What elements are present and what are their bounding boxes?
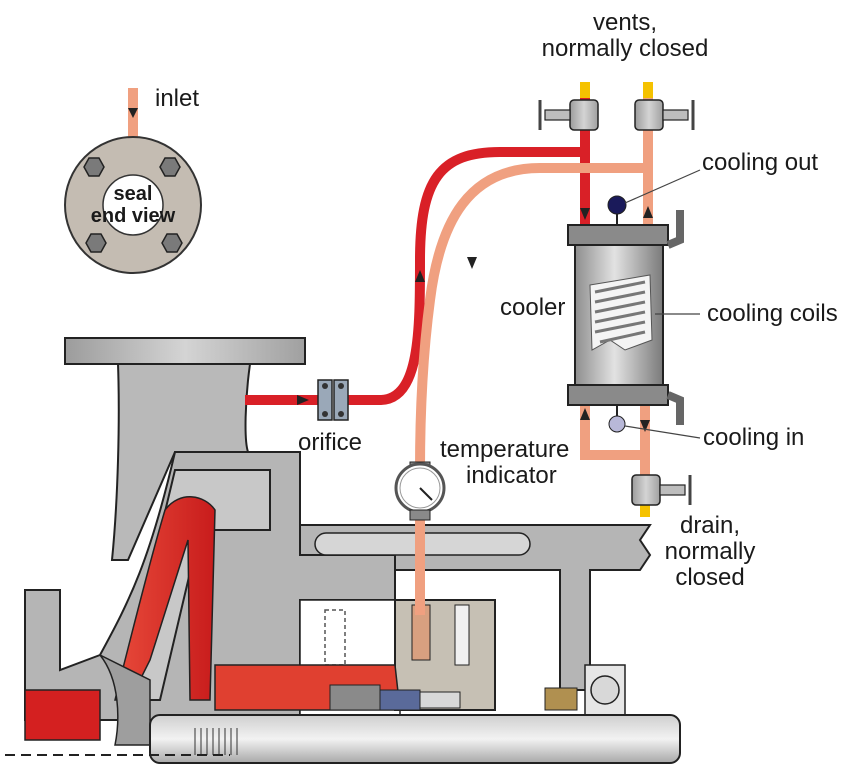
cooler-loop-bottom [580,405,650,460]
seal-bore [102,174,164,236]
seal-label-line2: end view [90,205,176,227]
cooling-out-label: cooling out [702,149,819,176]
seal-end-view [64,88,202,274]
inlet-label: inlet [155,85,200,112]
vent-valve-left[interactable] [538,99,599,131]
cooling-coils-label: cooling coils [707,300,838,327]
drain-label-line2: normally [664,538,756,565]
flow-arrow-icon [580,408,590,420]
cooling-coils-icon [594,280,646,344]
leader-cooling-in [624,425,701,439]
temperature-label-line1: temperature [440,436,570,463]
impeller-hub [99,654,151,746]
orifice-label: orifice [298,429,363,456]
cooling-in-label: cooling in [703,424,805,451]
discharge-flange [64,337,306,365]
cooling-water-in-nozzle [666,391,684,425]
bolt-icon [159,157,181,177]
cooler-top-cap [567,224,669,246]
gland-bolt [454,604,470,666]
vents-label-line2: normally closed [541,35,709,62]
stationary-seal-face [379,689,421,711]
drain-valve[interactable] [631,474,692,506]
flow-arrow-icon [580,208,590,220]
inlet-arrow-icon [128,108,138,118]
bolt-icon [85,233,107,253]
bearing-isolator [544,687,578,711]
rotating-seal-face [329,684,381,711]
drain-tip [640,505,650,517]
seal-end-view-label: seal end view [83,183,183,227]
drain-label-line3: closed [675,564,745,591]
temperature-indicator-label: temperature indicator [440,437,569,489]
cool-return-line [415,163,653,615]
pump-casing [24,337,396,746]
flow-arrow-icon [643,206,653,218]
cooling-out-port-icon [607,195,627,215]
bolt-icon [161,233,183,253]
seal-label-line1: seal [113,183,153,205]
vents-label-line1: vents, [592,9,658,36]
flow-arrow-icon [640,420,650,432]
vents-label: vents, normally closed [520,10,730,62]
seal-chamber [214,599,578,721]
gauge-needle-icon [419,487,433,501]
flow-arrow-icon [415,270,425,282]
temperature-label-line2: indicator [466,462,557,489]
seal-sleeve [419,691,461,709]
cooling-in-port-icon [608,415,626,433]
drain-label-line1: drain, [679,512,741,539]
cooling-water-out-nozzle [666,210,684,249]
drain-label: drain, normally closed [650,513,770,591]
leader-cooling-out [624,169,701,204]
cooler-bottom-cap [567,384,669,406]
temperature-indicator [394,461,446,521]
vent-tip [643,82,653,98]
flow-arrow-icon [467,257,477,269]
bolt-icon [83,157,105,177]
impeller-fluid [114,496,216,701]
vent-tip [580,82,590,98]
casing-fluid [24,689,101,741]
cooler-label: cooler [500,294,566,321]
shaft-threads [194,728,238,755]
vent-valve-right[interactable] [634,99,695,131]
cooler [567,195,684,433]
pump-shaft [149,714,681,764]
flow-arrow-icon [297,395,309,405]
bearing-ball [590,675,620,705]
orifice-union [317,379,349,421]
